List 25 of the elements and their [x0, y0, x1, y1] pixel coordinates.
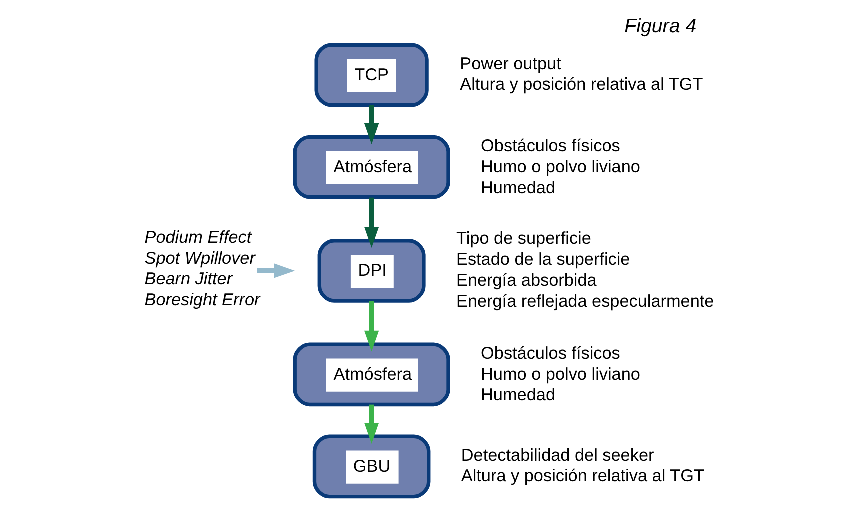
node-label: Humo o polvo liviano: [480, 156, 640, 176]
node-label: Humedad: [480, 384, 556, 405]
node-label: Energía absorbida: [456, 270, 596, 290]
node-label: Detectabilidad del seeker: [460, 444, 654, 465]
node-box: GBU: [312, 434, 430, 499]
node-box: TCP: [314, 43, 428, 108]
node-text: Podium Effect Spot Wpillover Bearn Jitter Boresight Error: [144, 226, 260, 310]
node-box: Atmósfera: [292, 135, 450, 200]
node-label: Humedad: [480, 177, 556, 198]
arrow: [364, 105, 379, 144]
node-box: Atmósfera: [292, 342, 450, 407]
arrow: [364, 404, 379, 444]
node-label: Power output: [460, 53, 561, 74]
diagram-title: Figura 4: [624, 16, 696, 38]
arrow: [364, 198, 379, 248]
node-box: DPI: [317, 239, 426, 303]
node-label: Altura y posición relativa al TGT: [460, 466, 704, 486]
node-label: Altura y posición relativa al TGT: [460, 74, 703, 94]
node-label: Tipo de superficie: [456, 228, 591, 248]
arrow: [364, 302, 379, 352]
node-label: Estado de la superficie: [456, 249, 630, 270]
arrow: [256, 264, 295, 278]
node-label: Obstáculos físicos: [480, 136, 620, 156]
node-label: Humo o polvo liviano: [480, 364, 640, 384]
node-label: Obstáculos físicos: [480, 342, 620, 363]
